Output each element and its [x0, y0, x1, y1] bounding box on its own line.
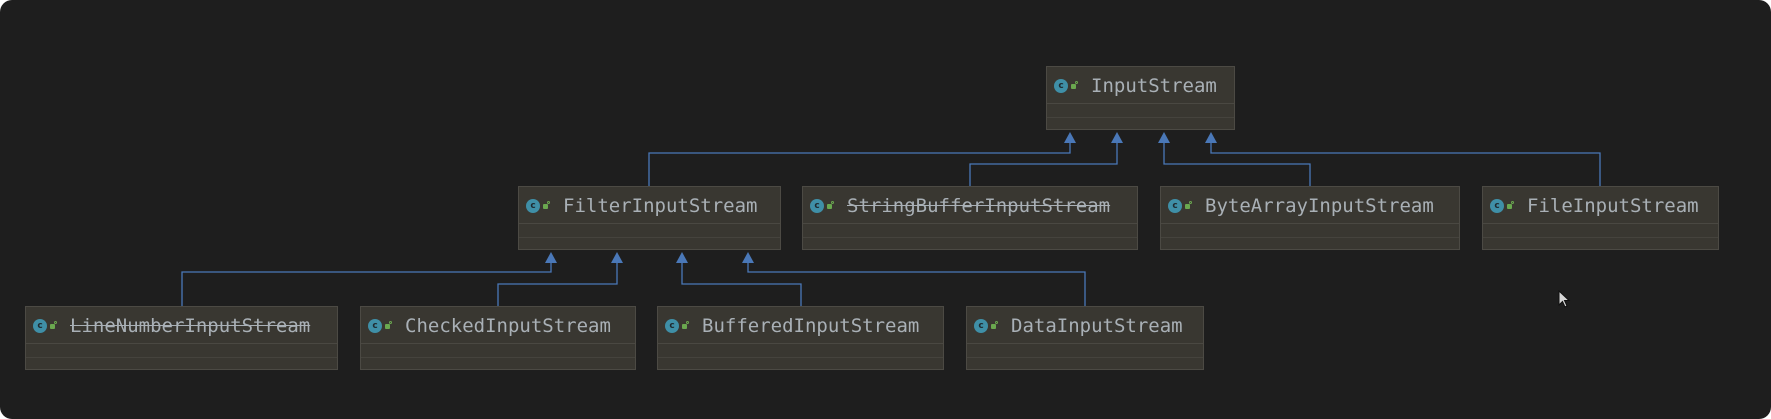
edge-fileinputstream-to-inputstream: [1210, 140, 1601, 186]
inheritance-arrowhead: [676, 252, 688, 263]
class-node-datainputstream[interactable]: c DataInputStream: [966, 306, 1204, 370]
inheritance-arrowhead: [611, 252, 623, 263]
class-c-icon: c: [665, 319, 679, 333]
class-name-checkedinputstream: CheckedInputStream: [405, 315, 611, 337]
class-node-header: [1161, 187, 1459, 224]
class-node-fileinputstream[interactable]: c FileInputStream: [1482, 186, 1719, 250]
inheritance-arrowhead: [1158, 132, 1170, 143]
public-visibility-icon: [991, 321, 999, 331]
class-node-filterinputstream[interactable]: c FilterInputStream: [518, 186, 781, 250]
class-c-icon: c: [1168, 199, 1182, 213]
class-node-header: [803, 187, 1137, 224]
class-node-divider: [1161, 237, 1459, 238]
edge-stringbufferinputstream-to-inputstream: [969, 140, 1118, 186]
mouse-pointer-icon: [1558, 290, 1571, 308]
class-node-bufferedinputstream[interactable]: c BufferedInputStream: [657, 306, 944, 370]
class-node-divider: [361, 357, 635, 358]
class-node-stringbufferinputstream[interactable]: c StringBufferInputStream: [802, 186, 1138, 250]
edge-bytearrayinputstream-to-inputstream: [1163, 140, 1311, 186]
class-node-header: [658, 307, 943, 344]
class-node-header: [519, 187, 780, 224]
public-visibility-icon: [50, 321, 58, 331]
class-name-datainputstream: DataInputStream: [1011, 315, 1183, 337]
edge-datainputstream-to-filterinputstream: [747, 260, 1086, 306]
public-visibility-icon: [1507, 201, 1515, 211]
class-node-header: [1047, 67, 1234, 104]
public-visibility-icon: [385, 321, 393, 331]
class-c-icon: c: [974, 319, 988, 333]
public-visibility-icon: [1185, 201, 1193, 211]
class-c-icon: c: [526, 199, 540, 213]
class-c-icon: c: [1054, 79, 1068, 93]
class-node-bytearrayinputstream[interactable]: c ByteArrayInputStream: [1160, 186, 1460, 250]
inheritance-arrowhead: [742, 252, 754, 263]
class-node-divider: [519, 237, 780, 238]
class-name-fileinputstream: FileInputStream: [1527, 195, 1699, 217]
inheritance-arrowhead: [545, 252, 557, 263]
class-node-header: [361, 307, 635, 344]
class-name-filterinputstream: FilterInputStream: [563, 195, 758, 217]
class-node-linenumberinputstream[interactable]: c LineNumberInputStream: [25, 306, 338, 370]
inheritance-arrowhead: [1064, 132, 1076, 143]
class-c-icon: c: [1490, 199, 1504, 213]
class-name-bytearrayinputstream: ByteArrayInputStream: [1205, 195, 1434, 217]
edge-bufferedinputstream-to-filterinputstream: [681, 260, 802, 306]
class-node-inputstream[interactable]: c InputStream: [1046, 66, 1235, 130]
public-visibility-icon: [682, 321, 690, 331]
edge-filterinputstream-to-inputstream: [648, 140, 1071, 186]
class-node-header: [26, 307, 337, 344]
class-name-inputstream: InputStream: [1091, 75, 1217, 97]
class-c-icon: c: [810, 199, 824, 213]
edge-linenumberinputstream-to-filterinputstream: [181, 260, 552, 306]
class-c-icon: c: [33, 319, 47, 333]
class-node-divider: [1483, 237, 1718, 238]
inheritance-arrowhead: [1111, 132, 1123, 143]
public-visibility-icon: [543, 201, 551, 211]
public-visibility-icon: [827, 201, 835, 211]
class-node-divider: [658, 357, 943, 358]
class-node-checkedinputstream[interactable]: c CheckedInputStream: [360, 306, 636, 370]
inheritance-arrowhead: [1205, 132, 1217, 143]
class-name-bufferedinputstream: BufferedInputStream: [702, 315, 920, 337]
class-node-header: [1483, 187, 1718, 224]
class-node-header: [967, 307, 1203, 344]
edge-checkedinputstream-to-filterinputstream: [497, 260, 618, 306]
class-node-divider: [1047, 117, 1234, 118]
class-name-linenumberinputstream: LineNumberInputStream: [70, 315, 311, 337]
class-node-divider: [803, 237, 1137, 238]
public-visibility-icon: [1071, 81, 1079, 91]
class-c-icon: c: [368, 319, 382, 333]
class-node-divider: [967, 357, 1203, 358]
class-node-divider: [26, 357, 337, 358]
class-name-stringbufferinputstream: StringBufferInputStream: [847, 195, 1111, 217]
